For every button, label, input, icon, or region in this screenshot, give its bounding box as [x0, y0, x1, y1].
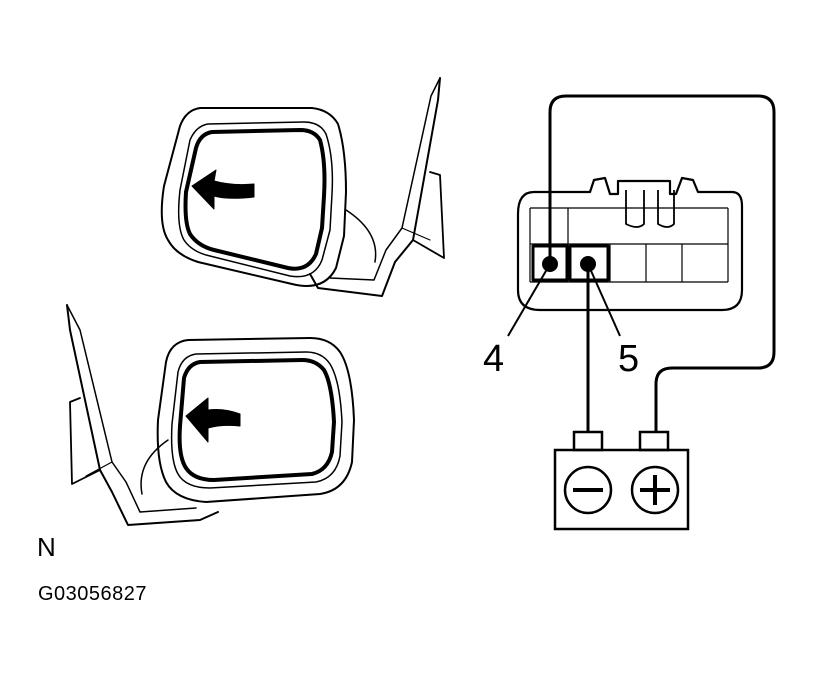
test-leads [548, 94, 776, 432]
battery-illustration [553, 430, 690, 531]
connector-illustration [507, 176, 744, 337]
pin-4-label: 4 [483, 338, 505, 380]
minus-terminal-icon [563, 465, 613, 515]
battery-negative-post [572, 430, 604, 452]
battery-positive-post [638, 430, 670, 452]
tilt-left-arrow-icon [185, 397, 241, 443]
lower-mirror-illustration [66, 304, 355, 526]
positive-lead [548, 94, 776, 432]
pin-5-label: 5 [618, 338, 640, 380]
plus-terminal-icon [630, 465, 680, 515]
figure-letter: N [37, 532, 56, 562]
upper-mirror-illustration [160, 77, 445, 297]
battery-body [553, 448, 690, 531]
figure-code: G03056827 [38, 583, 148, 605]
tilt-left-arrow-icon [191, 169, 255, 210]
